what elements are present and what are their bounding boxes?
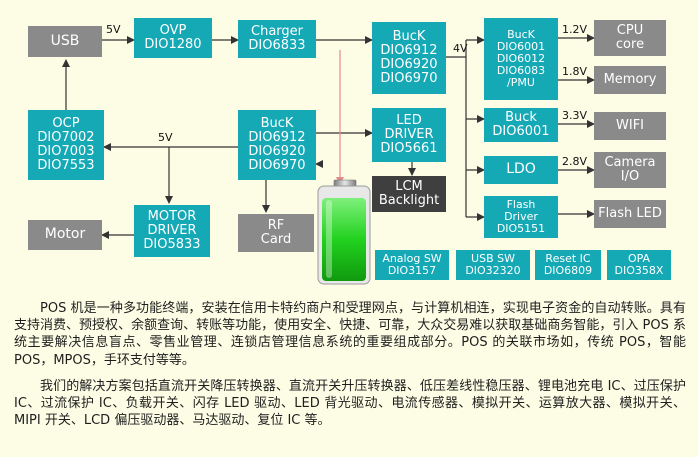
flash-driver-part: DIO5151 [496, 221, 546, 235]
voltage-label-1v8: 1.8V [562, 65, 588, 78]
voltage-label-usb-5v: 5V [106, 23, 121, 36]
wifi-label: WIFI [616, 117, 644, 133]
charger-box: Charger DIO6833 [238, 20, 316, 58]
ocp-box: OCP DIO7002 DIO7003 DIO7553 [28, 110, 104, 180]
lcm-subtitle: Backlight [378, 193, 440, 208]
opa-box: OPA DIO358X [607, 250, 671, 280]
flash-led-label: Flash LED [598, 205, 662, 221]
description-paragraph-2: 我们的解决方案包括直流开关降压转换器、直流开关升压转换器、低压差线性稳压器、锂电… [14, 379, 686, 429]
motor-driver-box: MOTOR DRIVER DIO5833 [134, 205, 210, 257]
usb-sw-box: USB SW DIO32320 [456, 250, 530, 280]
lcm-backlight-box: LCM Backlight [372, 176, 446, 212]
memory-box: Memory [594, 66, 666, 94]
motor-driver-subtitle: DRIVER [147, 222, 197, 238]
ovp-box: OVP DIO1280 [134, 18, 212, 58]
ldo-label: LDO [506, 161, 536, 178]
ocp-part-1: DIO7002 [37, 129, 95, 145]
buck-mid-title: BucK [260, 115, 294, 131]
opa-title: OPA [627, 252, 651, 266]
buck-cpu-part-3: DIO6083 [496, 63, 546, 77]
buck-cpu-part-2: DIO6012 [496, 52, 546, 66]
ovp-title: OVP [159, 22, 187, 38]
buck-top-part-2: DIO6920 [380, 57, 438, 72]
motor-driver-part: DIO5833 [143, 237, 201, 253]
led-driver-subtitle: DRIVER [384, 126, 434, 142]
analog-sw-box: Analog SW DIO3157 [375, 250, 449, 280]
motor-driver-title: MOTOR [147, 208, 197, 224]
buck-mid-box: BucK DIO6912 DIO6920 DIO6970 [238, 110, 316, 180]
led-driver-part: DIO5661 [380, 141, 438, 157]
ldo-box: LDO [484, 156, 558, 184]
buck-cpu-part-4: /PMU [507, 75, 535, 89]
ocp-part-3: DIO7553 [37, 158, 95, 174]
motor-box: Motor [28, 220, 102, 250]
reset-ic-part: DIO6809 [543, 264, 593, 277]
buck-mid-part-3: DIO6970 [248, 158, 306, 174]
rf-card-box: RF Card [238, 214, 314, 252]
buck-cpu-part-1: DIO6001 [496, 40, 546, 54]
motor-label: Motor [44, 226, 86, 243]
voltage-label-2v8: 2.8V [562, 155, 588, 168]
buck-top-part-1: DIO6912 [380, 42, 438, 58]
opa-part: DIO358X [614, 264, 664, 277]
cpu-subtitle: core [615, 37, 645, 52]
buck-top-part-3: DIO6970 [380, 71, 438, 87]
flash-driver-box: Flash Driver DIO5151 [484, 196, 558, 238]
charger-title: Charger [251, 23, 303, 39]
battery-icon [317, 179, 371, 285]
memory-label: Memory [603, 71, 657, 87]
usb-box: USB [28, 26, 102, 57]
rf-title: RF [267, 217, 285, 233]
flash-led-box: Flash LED [594, 200, 666, 228]
buck-mid-part-1: DIO6912 [248, 129, 306, 145]
led-driver-title: LED [396, 112, 422, 128]
camera-title: Camera [604, 154, 656, 170]
buck-mid-part-2: DIO6920 [248, 144, 306, 159]
usb-sw-title: USB SW [471, 252, 515, 266]
rf-subtitle: Card [260, 232, 292, 247]
voltage-label-3v3: 3.3V [562, 109, 588, 122]
usb-label: USB [50, 32, 80, 49]
buck-wifi-box: Buck DIO6001 [484, 108, 558, 142]
ocp-title: OCP [52, 115, 80, 131]
flash-driver-title: Flash [506, 198, 536, 212]
usb-sw-part: DIO32320 [465, 264, 521, 277]
buck-cpu-box: BucK DIO6001 DIO6012 DIO6083 /PMU [484, 18, 558, 100]
ovp-part: DIO1280 [144, 37, 202, 52]
cpu-title: CPU [616, 22, 644, 38]
led-driver-box: LED DRIVER DIO5661 [372, 108, 446, 162]
charger-part: DIO6833 [248, 38, 306, 53]
flash-driver-subtitle: Driver [504, 210, 538, 224]
buck-top-title: BucK [392, 28, 426, 44]
camera-subtitle: I/O [620, 169, 640, 184]
voltage-label-4v: 4V [453, 42, 468, 55]
cpu-box: CPU core [594, 20, 666, 56]
reset-ic-title: Reset IC [545, 252, 591, 266]
buck-wifi-part: DIO6001 [492, 124, 550, 139]
voltage-label-ocp-5v: 5V [158, 131, 173, 144]
analog-sw-title: Analog SW [382, 252, 442, 266]
camera-box: Camera I/O [594, 152, 666, 188]
buck-cpu-title: BucK [507, 28, 535, 42]
description-paragraph-1: POS 机是一种多功能终端，安装在信用卡特约商户和受理网点，与计算机相连，实现电… [14, 301, 686, 368]
reset-ic-box: Reset IC DIO6809 [535, 250, 601, 280]
lcm-title: LCM [395, 178, 423, 194]
voltage-label-1v2: 1.2V [562, 23, 588, 36]
buck-wifi-title: Buck [505, 109, 537, 125]
analog-sw-part: DIO3157 [387, 264, 437, 277]
buck-top-box: BucK DIO6912 DIO6920 DIO6970 [372, 22, 446, 94]
ocp-part-2: DIO7003 [37, 144, 95, 159]
wifi-box: WIFI [594, 112, 666, 140]
